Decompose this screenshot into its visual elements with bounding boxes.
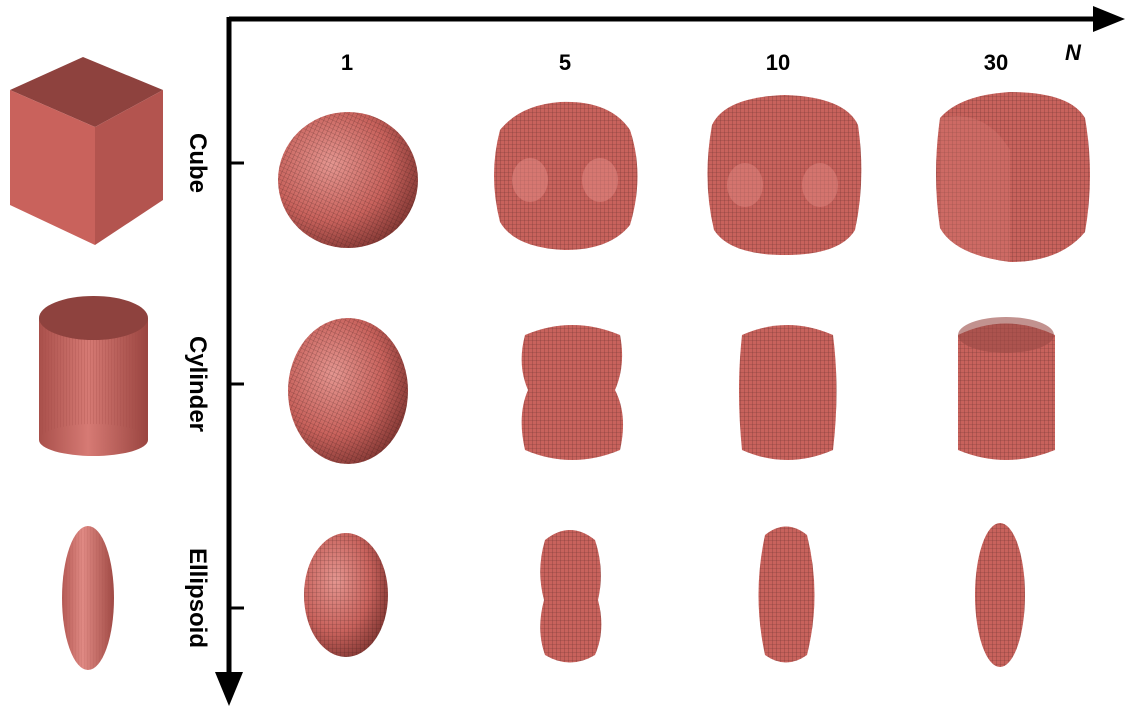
ellipsoid-row-shapes bbox=[304, 523, 1025, 667]
ellipsoid-n5-shape bbox=[540, 530, 601, 663]
reference-cylinder bbox=[39, 296, 148, 456]
shape-axis-arrow bbox=[215, 672, 243, 706]
ellipsoid-n10-shape bbox=[759, 527, 815, 663]
n-value-1: 1 bbox=[341, 50, 353, 75]
ellipsoid-n1-shape bbox=[304, 533, 388, 657]
cylinder-n5-shape bbox=[522, 325, 623, 460]
reference-cube bbox=[10, 57, 163, 245]
n-value-5: 5 bbox=[559, 50, 571, 75]
n-axis-title: N bbox=[1065, 40, 1082, 65]
n-axis-arrow bbox=[1093, 6, 1125, 32]
n-axis-labels: 1 5 10 30 N bbox=[341, 40, 1082, 75]
cylinder-n10-shape bbox=[739, 325, 837, 460]
cylinder-n1-shape bbox=[288, 318, 408, 464]
row-label-ellipsoid: Ellipsoid bbox=[184, 548, 211, 648]
cylinder-n30-shape bbox=[958, 317, 1055, 460]
row-label-cube: Cube bbox=[184, 133, 211, 193]
cube-n1-shape bbox=[278, 112, 418, 248]
row-label-cylinder: Cylinder bbox=[184, 336, 211, 432]
cylinder-row-shapes bbox=[288, 317, 1055, 464]
n-value-30: 30 bbox=[984, 50, 1008, 75]
cube-n10-shape bbox=[707, 95, 861, 255]
cube-n5-shape bbox=[494, 102, 638, 250]
cube-n30-shape bbox=[936, 92, 1090, 262]
reference-ellipsoid bbox=[62, 526, 114, 670]
row-labels: Cube Cylinder Ellipsoid bbox=[184, 133, 211, 648]
cube-row-shapes bbox=[278, 92, 1090, 262]
n-value-10: 10 bbox=[766, 50, 790, 75]
ellipsoid-n30-shape bbox=[975, 523, 1025, 667]
